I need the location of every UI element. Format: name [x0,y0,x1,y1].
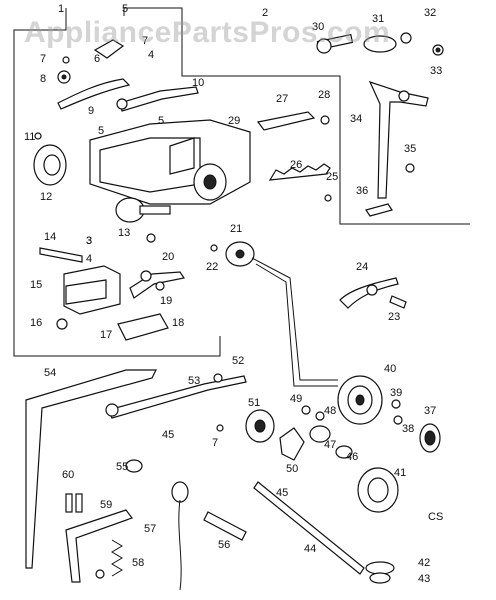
callout-label-c7a: 7 [40,53,46,65]
callout-label-c8: 8 [40,73,46,85]
callout-label-c11: 11 [24,131,35,143]
callout-label-c5c: 5 [158,115,164,127]
callout-label-c22: 22 [206,261,218,273]
callout-label-c40: 40 [384,363,396,375]
callout-label-c25: 25 [326,171,338,183]
callout-label-c7c: 7 [212,437,218,449]
callout-label-c52: 52 [232,355,244,367]
callout-label-c55: 55 [116,461,128,473]
callout-label-c3: 3 [86,235,92,247]
callout-label-c29: 29 [228,115,240,127]
callout-label-c21: 21 [230,223,242,235]
callout-label-c59: 59 [100,499,112,511]
callout-label-c47: 47 [324,439,336,451]
callout-label-c53: 53 [188,375,200,387]
callout-label-c5b: 5 [98,125,104,137]
callout-label-c15: 15 [30,279,42,291]
callout-label-c33: 33 [430,65,442,77]
frame-lines [13,7,470,357]
callout-label-c26: 26 [290,159,302,171]
callout-label-c4b: 4 [86,253,92,265]
callout-label-c10: 10 [192,77,204,89]
callout-label-c49: 49 [290,393,302,405]
callout-label-c38: 38 [402,423,414,435]
callout-label-c13: 13 [118,227,130,239]
upper-right-parts [256,32,444,217]
callout-label-c45a: 45 [162,429,174,441]
callout-label-c43: 43 [418,573,430,585]
central-mechanism [89,119,251,243]
callout-label-c1: 1 [58,3,64,15]
callout-label-c14: 14 [44,231,56,243]
callout-label-c60: 60 [62,469,74,481]
callout-label-c27: 27 [276,93,288,105]
callout-label-c5a: 5 [122,3,128,15]
callout-label-c28: 28 [318,89,330,101]
lower-right-parts [245,375,441,584]
callout-label-c51: 51 [248,397,260,409]
callout-label-c16: 16 [30,317,42,329]
callout-label-c12: 12 [40,191,52,203]
callout-label-c34: 34 [350,113,362,125]
callout-label-c58: 58 [132,557,144,569]
callout-label-c44: 44 [304,543,316,555]
callout-label-c9: 9 [88,105,94,117]
callout-label-c56: 56 [218,539,230,551]
callout-label-c24: 24 [356,261,368,273]
callout-label-c2: 2 [262,7,268,19]
callout-label-c48: 48 [324,405,336,417]
callout-label-c18: 18 [172,317,184,329]
callout-label-c30: 30 [312,21,324,33]
upper-left-parts [33,39,199,186]
callout-label-c50: 50 [286,463,298,475]
callout-label-c57: 57 [144,523,156,535]
callout-label-c17: 17 [100,329,112,341]
lower-left-parts [25,369,247,591]
callout-label-c42: 42 [418,557,430,569]
callout-label-c23: 23 [388,311,400,323]
callout-label-c32: 32 [424,7,436,19]
callout-label-c37: 37 [424,405,436,417]
callout-label-c3b: 3 [86,235,92,247]
callout-label-c35: 35 [404,143,416,155]
callout-label-c19: 19 [160,295,172,307]
mid-parts [39,241,407,387]
callout-label-c7b: 7 [142,35,148,47]
callout-label-c20: 20 [162,251,174,263]
corner-code: CS [428,511,443,523]
callout-label-c41: 41 [394,467,406,479]
callout-label-c54: 54 [44,367,56,379]
callout-label-c6: 6 [94,53,100,65]
callout-label-c39: 39 [390,387,402,399]
callout-label-c4: 4 [148,49,154,61]
callout-label-c45b: 45 [276,487,288,499]
callout-label-c36: 36 [356,185,368,197]
callout-label-c46: 46 [346,451,358,463]
callout-label-c31: 31 [372,13,384,25]
